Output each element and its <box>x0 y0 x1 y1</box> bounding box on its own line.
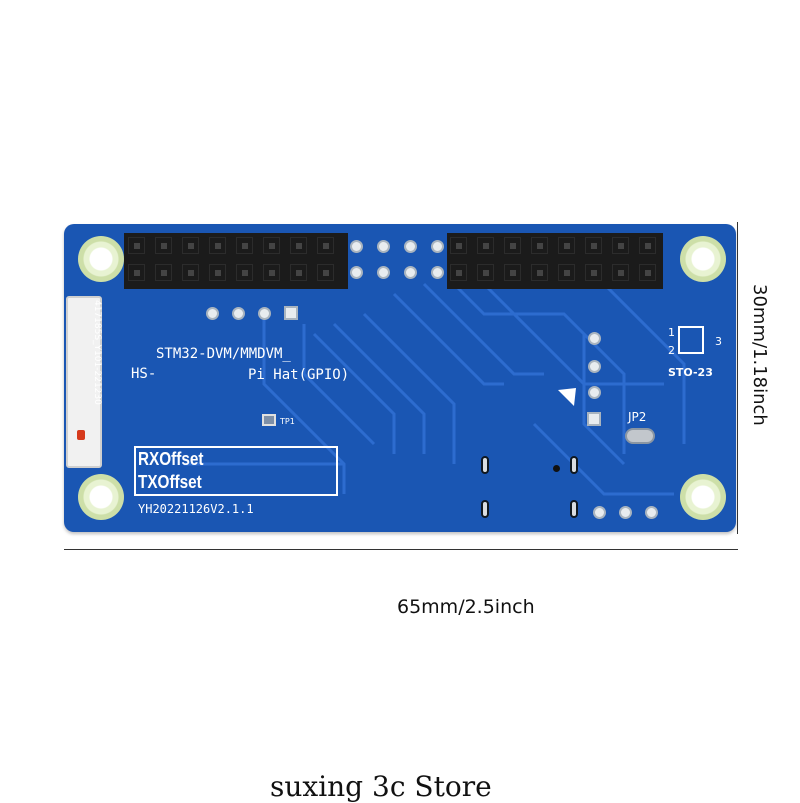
header-via <box>404 240 417 253</box>
header-socket <box>639 237 656 254</box>
pin-pad <box>645 506 658 519</box>
header-socket <box>236 237 253 254</box>
header-socket <box>209 264 226 281</box>
test-point-tp1 <box>262 414 276 426</box>
header-socket <box>504 264 521 281</box>
header-via <box>377 266 390 279</box>
via-black <box>553 465 560 472</box>
mounting-hole-bottom-left <box>78 474 124 520</box>
antenna-slot <box>481 456 489 474</box>
pin-pad <box>588 332 601 345</box>
header-socket <box>263 264 280 281</box>
antenna-slot <box>570 456 578 474</box>
pin-pad <box>588 360 601 373</box>
header-via <box>350 266 363 279</box>
header-socket <box>290 237 307 254</box>
header-socket <box>612 237 629 254</box>
header-socket <box>639 264 656 281</box>
header-socket <box>504 237 521 254</box>
header-socket <box>450 237 467 254</box>
sot-pin1-label: 1 <box>668 326 675 339</box>
header-socket <box>558 264 575 281</box>
tx-offset-label: TXOffset <box>138 472 202 492</box>
offset-label-box <box>134 446 338 496</box>
sot23-footprint <box>678 326 704 354</box>
connector-code-label: 417185S_Y101-221230 <box>92 300 102 405</box>
antenna-slot <box>570 500 578 518</box>
header-socket <box>263 237 280 254</box>
header-socket <box>236 264 253 281</box>
mounting-hole-top-left <box>78 236 124 282</box>
header-socket <box>182 264 199 281</box>
version-label: YH20221126V2.1.1 <box>138 502 254 516</box>
sot-label: STO-23 <box>668 366 713 379</box>
header-socket <box>477 264 494 281</box>
tp1-label: TP1 <box>280 417 295 426</box>
mounting-hole-bottom-right <box>680 474 726 520</box>
header-via <box>377 240 390 253</box>
header-socket <box>531 264 548 281</box>
jumper-jp2 <box>625 428 655 444</box>
header-socket <box>612 264 629 281</box>
header-socket <box>128 264 145 281</box>
header-socket <box>209 237 226 254</box>
pin-pad <box>619 506 632 519</box>
pin-pad-square <box>587 412 601 426</box>
pin-pad <box>593 506 606 519</box>
header-socket <box>317 264 334 281</box>
jp2-label: JP2 <box>628 410 647 424</box>
pin-pad <box>232 307 245 320</box>
header-socket <box>531 237 548 254</box>
pin-pad <box>588 386 601 399</box>
header-via <box>431 240 444 253</box>
width-dimension-line <box>64 549 738 550</box>
width-dimension-label: 65mm/2.5inch <box>397 596 535 618</box>
header-socket <box>155 264 172 281</box>
header-via <box>350 240 363 253</box>
store-watermark: suxing 3c Store <box>270 770 492 803</box>
board-hs-label: HS- <box>131 366 157 382</box>
board-name-label: STM32-DVM/MMDVM_ <box>156 346 291 362</box>
sot-pin3-label: 3 <box>715 335 722 348</box>
header-socket <box>585 237 602 254</box>
header-via <box>404 266 417 279</box>
height-dimension-line <box>737 222 738 534</box>
mounting-hole-top-right <box>680 236 726 282</box>
header-socket <box>450 264 467 281</box>
status-led <box>77 430 85 440</box>
pin-pad <box>206 307 219 320</box>
height-dimension-label: 30mm/1.18inch <box>749 284 770 426</box>
pin-pad-square <box>284 306 298 320</box>
header-socket <box>585 264 602 281</box>
header-socket <box>477 237 494 254</box>
antenna-slot <box>481 500 489 518</box>
header-socket <box>155 237 172 254</box>
header-socket <box>558 237 575 254</box>
header-socket <box>290 264 307 281</box>
pi-hat-label: Pi Hat(GPIO) <box>248 367 350 383</box>
pin1-triangle-icon <box>558 388 576 406</box>
header-socket <box>317 237 334 254</box>
header-via <box>431 266 444 279</box>
rx-offset-label: RXOffset <box>138 449 204 469</box>
sot-pin2-label: 2 <box>668 344 675 357</box>
pin-pad <box>258 307 271 320</box>
header-socket <box>128 237 145 254</box>
header-socket <box>182 237 199 254</box>
